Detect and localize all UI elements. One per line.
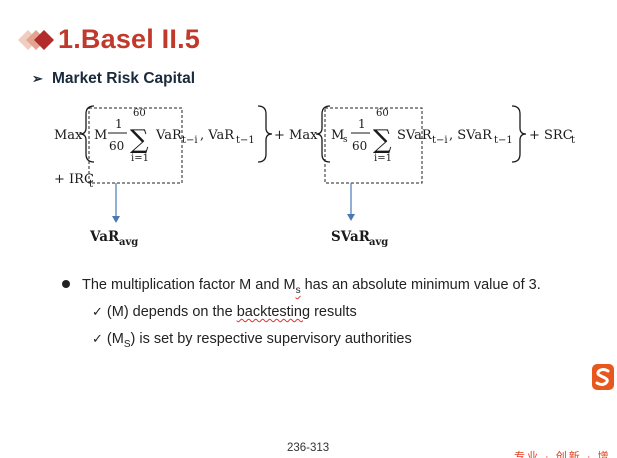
svar-avg-sub: avg	[369, 237, 388, 248]
svar-sub: SVaR	[397, 128, 433, 143]
subtitle-text: Market Risk Capital	[52, 70, 195, 87]
svar-arrow-icon	[347, 214, 355, 221]
frac-num-2: 1	[358, 117, 366, 131]
market-risk-formula: Max M 1 60 60 ∑ i=1 VaR t−i , VaR t−1 + …	[54, 105, 575, 248]
svar-sub-idx: t−i	[432, 135, 448, 146]
plus-irc: + IRC	[54, 172, 94, 187]
check-item-supervisory: ✓(MS) is set by respective supervisory a…	[92, 331, 412, 350]
svar-avg: SVaR	[331, 229, 371, 245]
page-number: 236-313	[287, 442, 330, 454]
irc-idx: t	[89, 179, 93, 190]
ms-sub: s	[343, 135, 348, 145]
var-sub-idx: t−i	[182, 135, 198, 146]
comma-var: , VaR	[200, 128, 235, 143]
svar-idx: t−1	[494, 135, 513, 146]
check-item-backtesting: ✓(M) depends on the backtesting results	[92, 304, 357, 320]
arrow-bullet-icon: ➢	[32, 71, 43, 86]
plus-max: + Max	[274, 128, 318, 143]
src-idx: t	[571, 135, 575, 146]
comma-svar: , SVaR	[449, 128, 493, 143]
var-idx: t−1	[236, 135, 255, 146]
svar-dashed-box	[324, 107, 423, 184]
left-brace-1	[79, 105, 95, 163]
max-1: Max	[54, 128, 83, 143]
checkmark-icon: ✓	[92, 304, 103, 319]
diamond-logo-icon	[18, 30, 54, 50]
bullet-dot-icon	[62, 280, 70, 289]
var-dashed-box	[88, 107, 183, 184]
ms-factor: M	[331, 128, 344, 143]
checkmark-icon: ✓	[92, 331, 103, 346]
sum-bottom-1: i=1	[131, 153, 149, 164]
plus-src: + SRC	[529, 128, 573, 143]
var-arrow-icon	[112, 216, 120, 223]
var-avg-sub: avg	[119, 237, 138, 248]
right-brace-1	[257, 105, 273, 163]
subtitle: ➢ Market Risk Capital	[32, 70, 195, 88]
frac-den-2: 60	[352, 139, 367, 153]
right-brace-2	[511, 105, 527, 163]
var-sub: VaR	[155, 128, 183, 143]
sigma-1: ∑	[130, 125, 149, 155]
sum-top-2: 60	[376, 108, 389, 119]
m-factor: M	[94, 128, 107, 143]
bullet-multiplication-factor: The multiplication factor M and Ms has a…	[62, 277, 541, 296]
sum-top-1: 60	[133, 108, 146, 119]
slide-title: 1.Basel II.5	[58, 24, 200, 54]
sum-bottom-2: i=1	[374, 153, 392, 164]
frac-den-1: 60	[109, 139, 124, 153]
left-brace-2	[315, 105, 331, 163]
var-avg: VaR	[89, 229, 120, 245]
sigma-2: ∑	[373, 125, 392, 155]
footer-slogan: 专业 · 创新 · 增值	[514, 451, 611, 458]
brand-s-icon	[592, 364, 614, 390]
frac-num-1: 1	[115, 117, 123, 131]
